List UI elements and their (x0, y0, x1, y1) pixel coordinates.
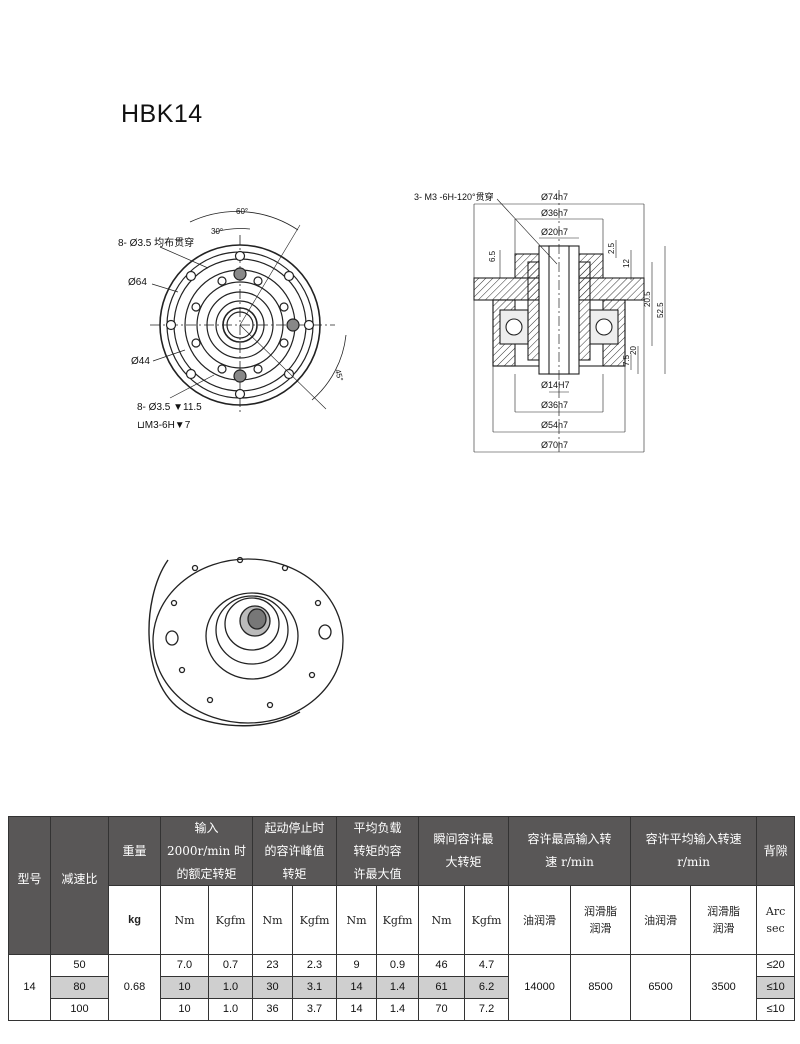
unit-kgfm: Kgfm (291, 885, 338, 956)
dim-70h7: Ø70h7 (541, 440, 568, 450)
unit-grease: 润滑脂 润滑 (690, 885, 758, 956)
cell-model: 14 (8, 954, 51, 1022)
cell-peak-nm: 23 (252, 954, 293, 978)
dim-54h7: Ø54h7 (541, 420, 568, 430)
hdr-peak-torque: 起动停止时 的容许峰值 转矩 (251, 815, 338, 887)
dim-20h7: Ø20h7 (541, 227, 568, 237)
cell-avg-kgfm: 1.4 (376, 998, 420, 1022)
outer-bolt-holes (165, 250, 315, 400)
cell-backlash: ≤10 (756, 976, 796, 1000)
cell-max-speed-oil: 14000 (508, 954, 572, 1022)
dim-36h7-bottom: Ø36h7 (541, 400, 568, 410)
hdr-ratio: 减速比 (50, 815, 109, 956)
unit-nm: Nm (160, 885, 209, 956)
dim-52-5: 52.5 (656, 302, 665, 318)
cell-backlash: ≤10 (756, 998, 796, 1022)
header-row: 型号 减速比 重量 输入 2000r/min 时 的额定转矩 起动停止时 的容许… (8, 815, 796, 956)
cell-inst-nm: 61 (418, 976, 466, 1000)
cell-avg-nm: 9 (336, 954, 378, 978)
cell-backlash: ≤20 (756, 954, 796, 978)
cell-avg-speed-oil: 6500 (630, 954, 692, 1022)
label-thread: ⊔M3-6H▼7 (137, 420, 191, 431)
label-holes-top: 8- Ø3.5 均布贯穿 (118, 236, 194, 249)
cell-ratio: 80 (50, 976, 109, 1000)
label-d64: Ø64 (128, 277, 147, 288)
label-angle-45: 45° (333, 368, 345, 382)
cell-rated-kgfm: 1.0 (208, 998, 253, 1022)
cell-ratio: 50 (50, 954, 109, 978)
cell-avg-nm: 14 (336, 998, 378, 1022)
dim-14h7: Ø14H7 (541, 380, 570, 390)
front-view (150, 211, 347, 415)
cell-inst-nm: 70 (418, 998, 466, 1022)
unit-kgfm: Kgfm (208, 885, 253, 956)
unit-oil: 油润滑 (508, 885, 572, 956)
label-thread-top: 3- M3 -6H-120°贯穿 (414, 191, 494, 202)
hdr-instant-torque: 瞬间容许最 大转矩 (418, 815, 510, 887)
label-angle-60: 60° (236, 207, 248, 216)
label-holes-bottom: 8- Ø3.5 ▼11.5 (137, 402, 202, 413)
section-view (473, 190, 645, 452)
dim-2-5: 2.5 (607, 242, 616, 254)
label-angle-30: 30° (211, 227, 223, 236)
section-dimension-lines (473, 198, 666, 453)
cell-rated-nm: 10 (160, 998, 209, 1022)
cell-weight: 0.68 (108, 954, 161, 1022)
unit-nm: Nm (418, 885, 466, 956)
unit-arcsec: Arc sec (756, 885, 796, 956)
hdr-avg-torque: 平均负载 转矩的容 许最大值 (336, 815, 420, 887)
cell-rated-kgfm: 0.7 (208, 954, 253, 978)
cell-ratio: 100 (50, 998, 109, 1022)
hdr-backlash: 背隙 (756, 815, 796, 887)
unit-kg: kg (108, 885, 161, 956)
unit-row: kg Nm Kgfm Nm Kgfm Nm Kgfm Nm Kgfm 油润滑 润… (9, 885, 796, 956)
cell-rated-nm: 10 (160, 976, 209, 1000)
unit-oil: 油润滑 (630, 885, 692, 956)
dim-36h7-top: Ø36h7 (541, 208, 568, 218)
cell-avg-nm: 14 (336, 976, 378, 1000)
unit-nm: Nm (336, 885, 378, 956)
inner-bolt-holes (191, 276, 289, 374)
cell-peak-kgfm: 2.3 (291, 954, 338, 978)
dim-20: 20 (629, 346, 638, 355)
hdr-max-speed: 容许最高输入转 速 r/min (508, 815, 632, 887)
dim-74h7: Ø74h7 (541, 192, 568, 202)
unit-nm: Nm (252, 885, 293, 956)
dim-20-5: 20.5 (643, 291, 652, 307)
table-row: 100 10 1.0 36 3.7 14 1.4 70 7.2 ≤10 (9, 998, 796, 1022)
unit-grease: 润滑脂 润滑 (570, 885, 632, 956)
label-d44: Ø44 (131, 356, 150, 367)
cell-peak-kgfm: 3.7 (291, 998, 338, 1022)
cell-inst-kgfm: 7.2 (464, 998, 510, 1022)
spec-table: 型号 减速比 重量 输入 2000r/min 时 的额定转矩 起动停止时 的容许… (8, 815, 796, 1022)
table-row: 14 50 0.68 7.0 0.7 23 2.3 9 0.9 46 4.7 1… (8, 954, 796, 1022)
cell-peak-nm: 30 (252, 976, 293, 1000)
unit-kgfm: Kgfm (464, 885, 510, 956)
hdr-weight: 重量 (108, 815, 161, 887)
cell-avg-speed-grease: 3500 (690, 954, 758, 1022)
page-title: HBK14 (121, 100, 203, 128)
cell-inst-nm: 46 (418, 954, 466, 978)
product-isometric-view (148, 556, 344, 727)
cell-rated-nm: 7.0 (160, 954, 209, 978)
cell-avg-kgfm: 0.9 (376, 954, 420, 978)
cell-max-speed-grease: 8500 (570, 954, 632, 1022)
hdr-model: 型号 (8, 815, 51, 956)
unit-kgfm: Kgfm (376, 885, 420, 956)
hdr-avg-speed: 容许平均输入转速 r/min (630, 815, 758, 887)
dim-7-5: 7.5 (622, 354, 631, 366)
hdr-rated-torque: 输入 2000r/min 时 的额定转矩 (160, 815, 253, 887)
cell-inst-kgfm: 4.7 (464, 954, 510, 978)
cell-avg-kgfm: 1.4 (376, 976, 420, 1000)
cell-inst-kgfm: 6.2 (464, 976, 510, 1000)
cell-peak-nm: 36 (252, 998, 293, 1022)
cell-peak-kgfm: 3.1 (291, 976, 338, 1000)
technical-drawing: 8- Ø3.5 均布贯穿 Ø64 Ø44 8- Ø3.5 ▼11.5 ⊔M3-6… (118, 190, 666, 727)
dim-12: 12 (622, 259, 631, 268)
dim-6-5: 6.5 (488, 250, 497, 262)
cell-rated-kgfm: 1.0 (208, 976, 253, 1000)
